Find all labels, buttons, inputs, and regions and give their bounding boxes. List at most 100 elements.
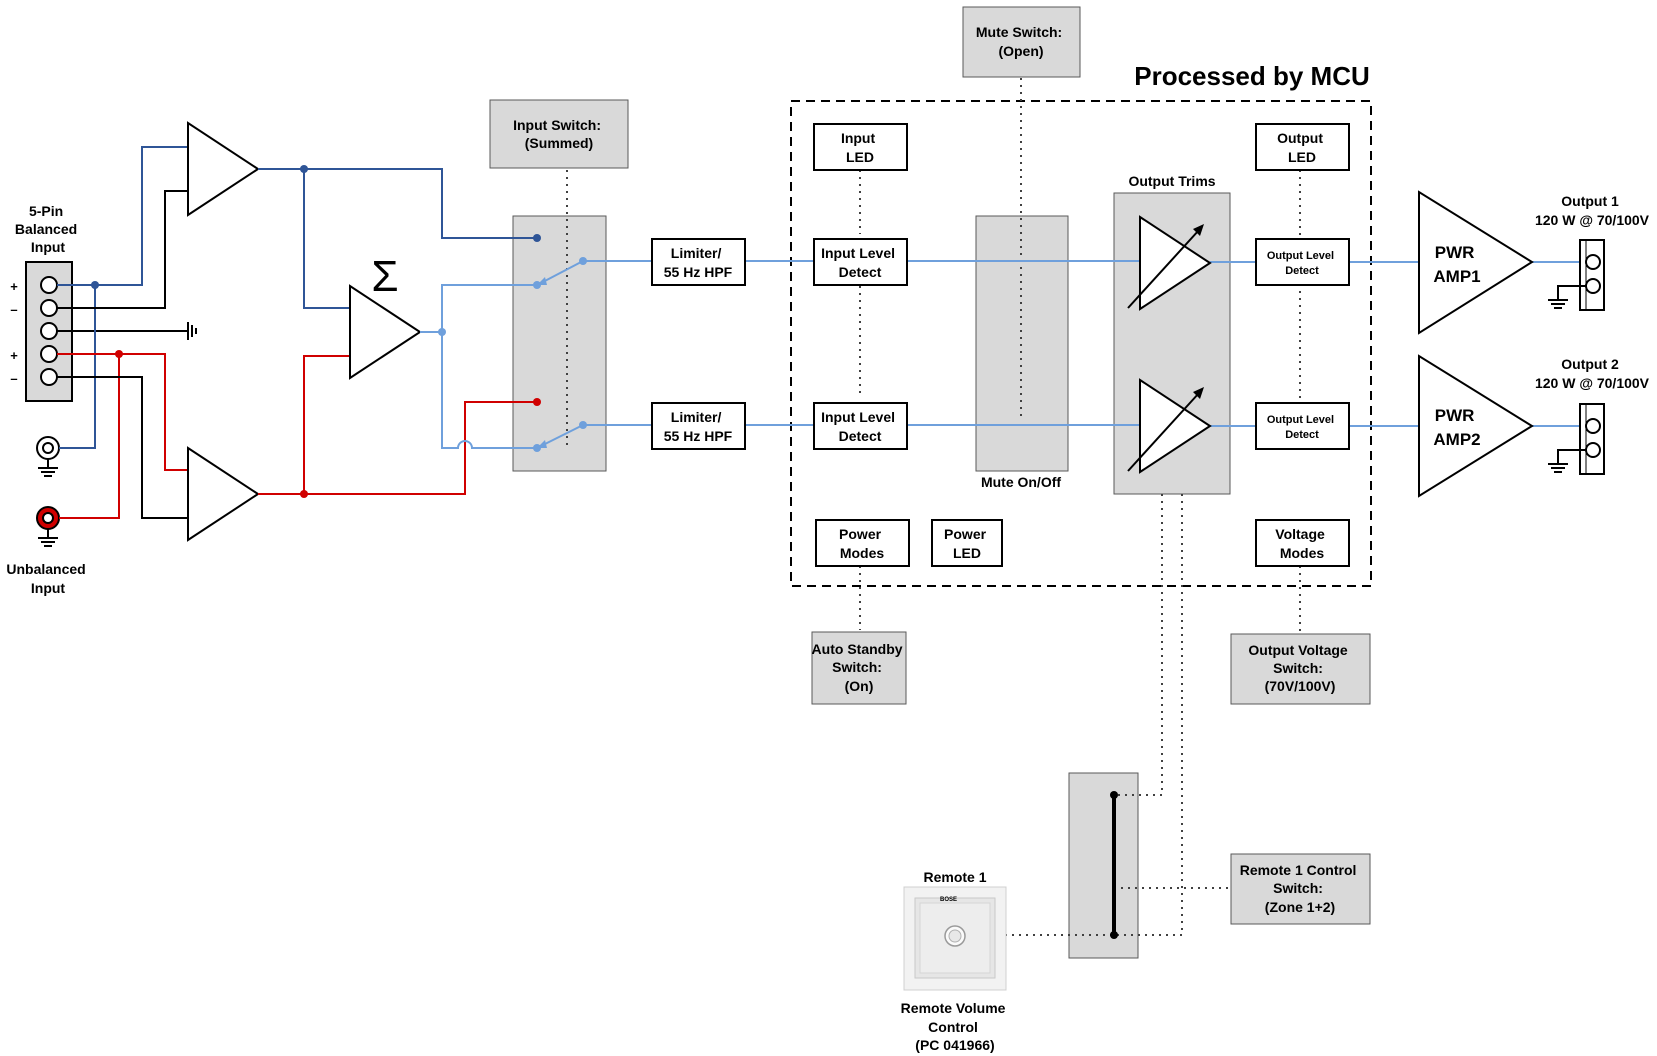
power-amp-2-label: PWR AMP2 [1433,406,1480,449]
remote-brand-logo: BOSE [940,897,957,903]
rca-right-wire [59,354,120,519]
output-voltage-switch-box[interactable] [1230,633,1371,705]
power-amp-2 [1418,354,1534,498]
output-level-detect-1 [1255,238,1350,286]
output-voltage-switch-label: Output Voltage Switch: (70V/100V) [1248,642,1351,694]
input-switch-panel [512,215,607,472]
trim1-remote-link [1114,494,1163,796]
pin-mark: + [10,279,18,294]
left-to-sum-wire [303,169,350,309]
right-junction [115,350,123,358]
remote-selector-node-bottom [1110,931,1118,939]
left-amp-output-wire [258,168,540,239]
pin-mark: – [10,302,17,317]
mute-panel [975,215,1069,472]
trim2-remote-link [1114,494,1183,936]
input-switch-box[interactable] [489,99,629,169]
input-level-detect-2 [813,402,908,450]
power-amp-1-label: PWR AMP1 [1433,243,1480,286]
auto-standby-switch-box[interactable] [811,631,907,705]
output-2-label: Output 2 120 W @ 70/100V [1535,356,1650,391]
rca-red-center [42,512,54,524]
switch2-arrow [537,440,547,448]
output-1-ground-wire [1557,285,1586,300]
left-amp-junction [300,165,308,173]
right-amp-output-wire [258,401,540,495]
output-level-detect-2-label: Output Level Detect [1267,414,1337,441]
input-level-detect-1 [813,238,908,286]
right-input-amplifier [187,446,260,542]
output-trim-1[interactable] [1127,215,1212,311]
remote-volume-label: Remote Volume Control (PC 041966) [901,1000,1010,1053]
switch1-arrow [537,277,547,285]
volume-knob-cap [948,929,962,943]
remote-selector-node-top [1110,791,1118,799]
output-1-terminal [1579,239,1605,311]
output-2-terminal [1579,403,1605,475]
sum-to-switch2-wire [441,332,537,449]
output-1-label: Output 1 120 W @ 70/100V [1535,193,1650,228]
switch2-arm [540,424,584,447]
switch1-contact-left [533,234,541,242]
power-led-box [931,519,1003,567]
sum-to-switch1-wire [441,284,537,332]
chassis-ground-icon [187,322,197,340]
output-level-detect-1-label: Output Level Detect [1267,250,1337,277]
left-input-amplifier [187,121,260,217]
left-junction [91,281,99,289]
output-led-label: Output LED [1277,130,1327,165]
unbalanced-input-label: Unbalanced Input [6,561,89,596]
output-2-pin-common [1585,442,1601,458]
output-led-box [1255,123,1350,171]
power-amp-1 [1418,190,1534,335]
left-minus-wire [57,190,188,309]
input-switch-label: Input Switch: (Summed) [513,117,605,151]
left-plus-wire [57,146,188,286]
input-level-detect-2-label: Input Level Detect [821,409,899,444]
pin-2 [40,299,58,317]
output-2-pin-hot [1585,418,1601,434]
right-amp-junction [300,490,308,498]
right-to-sum-wire [303,355,350,494]
ground-icon [38,467,58,477]
remote1-control-switch-label: Remote 1 Control Switch: (Zone 1+2) [1240,862,1361,915]
mute-switch-box[interactable] [962,6,1081,78]
rca-white-center [42,442,54,454]
limiter-hpf-2-label: Limiter/ 55 Hz HPF [664,409,733,444]
output-1-pin-hot [1585,254,1601,270]
input-led-label: Input LED [841,130,879,165]
remote1-control-switch-box[interactable] [1230,853,1371,925]
rca-left-wire [59,285,96,449]
remote-selector-panel [1068,772,1139,959]
mcu-region [790,100,1372,587]
right-plus-wire [57,353,188,471]
pin-4 [40,345,58,363]
sum-symbol: Σ [371,252,398,301]
auto-standby-switch-label: Auto Standby Switch: (On) [812,641,907,694]
output-1-pin-common [1585,278,1601,294]
pin-1 [40,276,58,294]
switch1-arm [540,260,584,284]
output-trim-2[interactable] [1127,378,1212,474]
ground-icon [38,537,58,547]
output-trims-label: Output Trims [1128,173,1215,189]
voltage-modes-box [1255,519,1350,567]
remote1-title: Remote 1 [923,869,986,885]
limiter-hpf-1 [651,238,746,286]
ground-icon [1548,463,1568,473]
power-modes-label: Power Modes [839,526,885,561]
output-level-detect-2 [1255,402,1350,450]
right-minus-wire [57,376,188,519]
mute-on-off-label: Mute On/Off [981,474,1061,490]
limiter-hpf-2 [651,402,746,450]
summing-amplifier [349,284,422,380]
pin-5 [40,368,58,386]
mute-switch-label: Mute Switch: (Open) [976,24,1066,59]
ground-icon [1548,299,1568,309]
output-2-ground-wire [1557,449,1586,464]
pin-3 [40,322,58,340]
balanced-input-label: 5-Pin Balanced Input [15,203,81,255]
pin-mark: – [10,371,17,386]
pin-mark: + [10,348,18,363]
